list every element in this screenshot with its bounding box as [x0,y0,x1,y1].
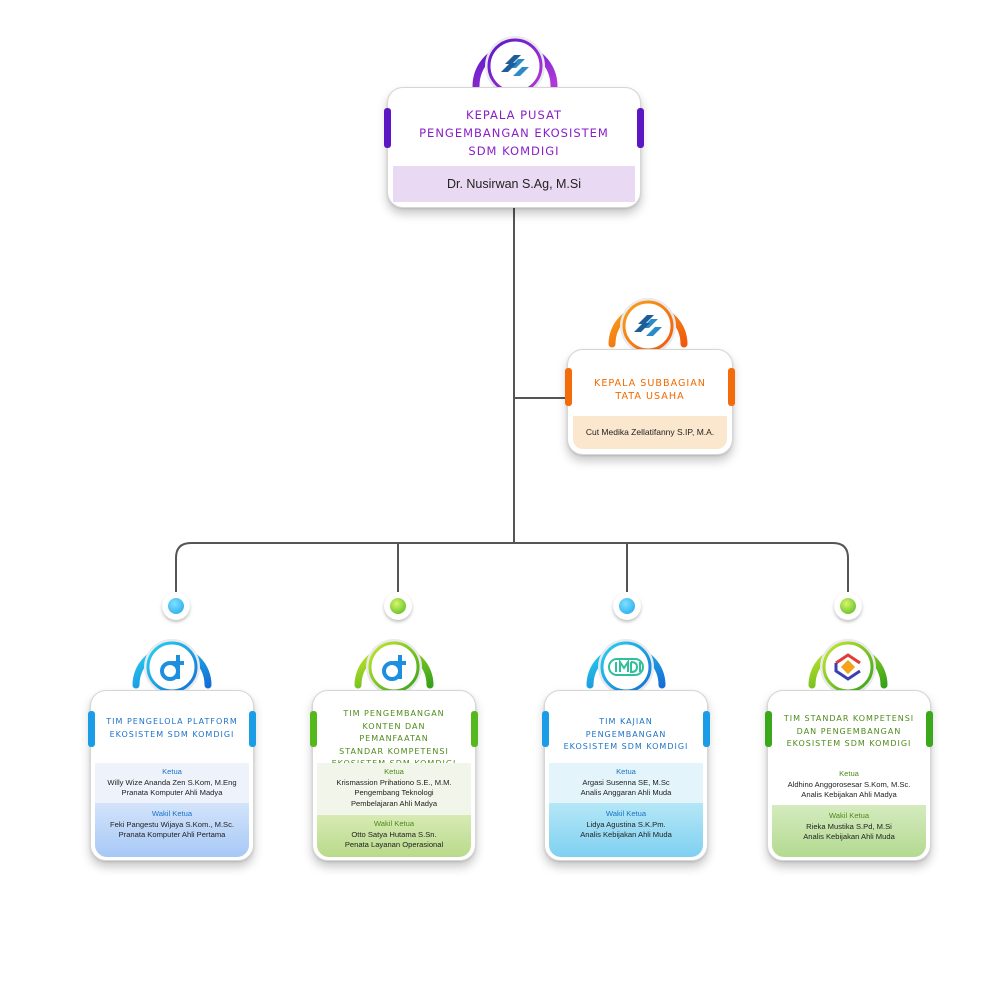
ketua-label: Ketua [839,769,859,778]
ketua-name: Aldhino Anggorosesar S.Kom, M.Sc. [787,779,911,789]
card-accent-left [310,711,317,747]
ketua-section: Ketua Aldhino Anggorosesar S.Kom, M.Sc. … [772,765,926,805]
subbag-name: Cut Medika Zellatifanny S.IP, M.A. [573,416,727,449]
wakil-section: Wakil Ketua Feki Pangestu Wijaya S.Kom.,… [95,803,249,857]
wakil-section: Wakil Ketua Otto Satya Hutama S.Sn. Pena… [317,815,471,857]
head-title-line: KEPALA PUSAT [466,108,562,122]
ketua-name: Krismassion Prihationo S.E., M.M. [336,777,452,787]
wakil-section: Wakil Ketua Lidya Agustina S.K.Pm. Anali… [549,803,703,857]
team-badge [586,639,666,693]
ketua-section: Ketua Willy Wize Ananda Zen S.Kom, M.Eng… [95,763,249,803]
wakil-label: Wakil Ketua [151,809,193,818]
ketua-position: Pengembang Teknologi [354,788,434,797]
head-title: KEPALA PUSAT PENGEMBANGAN EKOSISTEM SDM … [388,106,640,160]
subbag-title-line: TATA USAHA [615,391,685,402]
team-title-line: DAN PENGEMBANGAN [796,726,902,736]
ketua-name: Argasi Susenna SE, M.Sc [582,777,670,787]
team-title-line: STANDAR KOMPETENSI [339,746,449,756]
subbag-title-line: KEPALA SUBBAGIAN [594,378,706,389]
wakil-name: Otto Satya Hutama S.Sn. [351,829,437,839]
wakil-name: Rieka Mustika S.Pd, M.Si [806,821,892,831]
card-accent-right [703,711,710,747]
team-badge [132,639,212,693]
digitalent-logo-icon [160,655,184,681]
team-card-platform: TIM PENGELOLA PLATFORM EKOSISTEM SDM KOM… [88,690,256,861]
connector-dot [384,592,412,620]
komdigi-logo-icon [634,315,662,336]
head-title-line: SDM KOMDIGI [468,144,560,158]
ketua-section: Ketua Argasi Susenna SE, M.Sc Analis Ang… [549,763,703,803]
team-title: TIM PENGEMBANGAN KONTEN DAN PEMANFAATAN … [313,708,475,771]
card-accent-right [728,368,735,406]
team-card-konten: TIM PENGEMBANGAN KONTEN DAN PEMANFAATAN … [310,690,478,861]
wakil-position: Pranata Komputer Ahli Pertama [118,830,226,839]
wakil-section: Wakil Ketua Rieka Mustika S.Pd, M.Si Ana… [772,805,926,857]
team-badge [354,639,434,693]
team-card-standar: TIM STANDAR KOMPETENSI DAN PENGEMBANGAN … [765,690,933,861]
connector-dot [834,592,862,620]
card-accent-right [926,711,933,747]
ketua-name: Willy Wize Ananda Zen S.Kom, M.Eng [107,777,237,787]
wakil-label: Wakil Ketua [605,809,647,818]
team-badge [808,639,888,693]
ketua-position: Pranata Komputer Ahli Madya [121,788,223,797]
team-title: TIM KAJIAN PENGEMBANGAN EKOSISTEM SDM KO… [545,716,707,754]
digitalent-logo-icon [382,655,406,681]
team-title-line: KONTEN DAN PEMANFAATAN [359,721,429,744]
ketua-label: Ketua [162,767,182,776]
card-accent-left [565,368,572,406]
card-accent-left [542,711,549,747]
wakil-label: Wakil Ketua [373,819,415,828]
head-card: KEPALA PUSAT PENGEMBANGAN EKOSISTEM SDM … [384,87,644,208]
wakil-label: Wakil Ketua [828,811,870,820]
team-title-line: EKOSISTEM SDM KOMDIGI [563,742,689,751]
team-title: TIM PENGELOLA PLATFORM EKOSISTEM SDM KOM… [91,716,253,741]
connector-dot [162,592,190,620]
card-accent-left [384,108,391,148]
ketua-position: Analis Anggaran Ahli Muda [580,788,672,797]
team-title-line: TIM PENGELOLA PLATFORM [106,717,238,726]
head-badge [472,36,558,92]
card-accent-left [765,711,772,747]
head-title-line: PENGEMBANGAN EKOSISTEM [419,126,609,140]
subbag-badge [608,298,688,352]
head-name: Dr. Nusirwan S.Ag, M.Si [393,166,635,202]
team-title-line: EKOSISTEM SDM KOMDIGI [109,729,235,739]
ketua-label: Ketua [384,767,404,776]
team-card-kajian: TIM KAJIAN PENGEMBANGAN EKOSISTEM SDM KO… [542,690,710,861]
wakil-name: Feki Pangestu Wijaya S.Kom., M.Sc. [109,819,235,829]
komdigi-logo-icon [501,55,529,76]
team-title-line: TIM STANDAR KOMPETENSI [783,714,915,723]
connector-dot [613,592,641,620]
ketua-position: Pembelajaran Ahli Madya [350,798,438,808]
team-title-line: EKOSISTEM SDM KOMDIGI [786,739,912,748]
wakil-name: Lidya Agustina S.K.Pm. [586,819,666,829]
ketua-label: Ketua [616,767,636,776]
subbag-title: KEPALA SUBBAGIAN TATA USAHA [568,377,732,403]
card-accent-left [88,711,95,747]
team-title: TIM STANDAR KOMPETENSI DAN PENGEMBANGAN … [768,713,930,751]
wakil-position: Penata Layanan Operasional [344,840,444,849]
ketua-section: Ketua Krismassion Prihationo S.E., M.M. … [317,763,471,815]
subbag-card: KEPALA SUBBAGIAN TATA USAHA Cut Medika Z… [565,349,735,455]
team-title-line: TIM KAJIAN PENGEMBANGAN [585,717,667,739]
sertifikasi-logo-icon [834,653,861,681]
wakil-position: Analis Kebijakan Ahli Muda [803,832,895,841]
card-accent-right [637,108,644,148]
ketua-position: Analis Kebijakan Ahli Madya [801,790,897,799]
team-title-line: TIM PENGEMBANGAN [343,709,445,718]
card-accent-right [249,711,256,747]
wakil-position: Analis Kebijakan Ahli Muda [580,830,672,839]
imdi-logo-icon [608,658,644,676]
card-accent-right [471,711,478,747]
